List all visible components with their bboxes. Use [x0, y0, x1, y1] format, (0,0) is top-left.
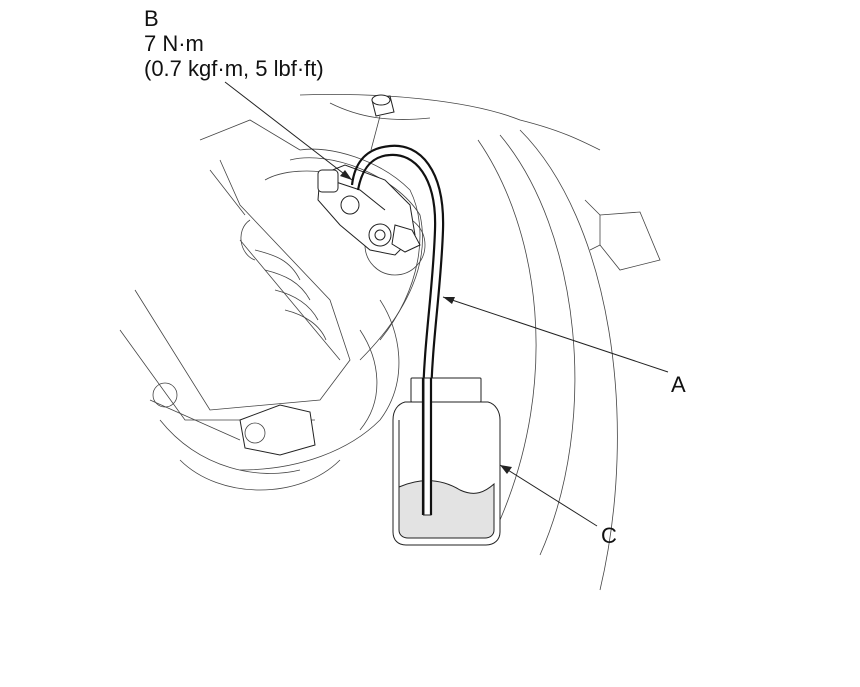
leader-c	[499, 464, 598, 527]
bleeder-cap	[370, 94, 395, 151]
lower-arm-parts	[149, 382, 341, 491]
callout-a-letter: A	[671, 372, 686, 397]
callout-b-letter: B	[144, 6, 159, 31]
leader-lines	[224, 81, 669, 527]
bleed-container	[392, 377, 501, 546]
callout-c-letter: C	[601, 523, 617, 548]
leader-b	[224, 81, 353, 181]
callout-b-torque-nm: 7 N·m	[144, 31, 204, 56]
callout-b-torque-imperial: (0.7 kgf·m, 5 lbf·ft)	[144, 56, 324, 81]
wheel-outline	[299, 93, 661, 591]
suspension-strut	[119, 119, 351, 421]
brake-caliper	[317, 164, 421, 256]
drive-shaft-boot	[239, 219, 341, 361]
leader-a	[442, 296, 669, 373]
